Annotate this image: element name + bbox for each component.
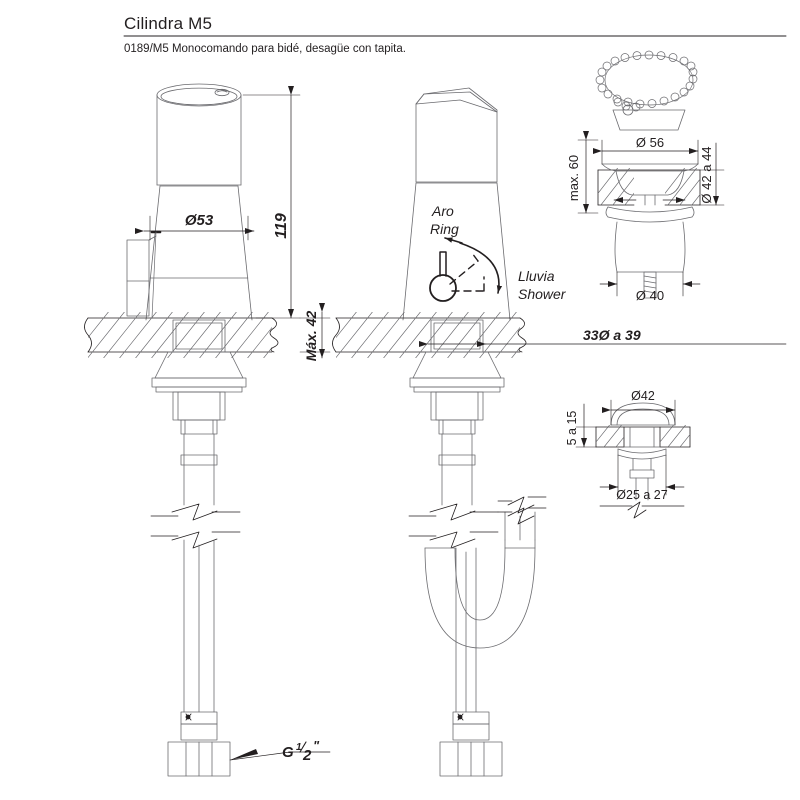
mount-nut-left [172, 391, 226, 435]
label-plug-d42: Ø42 [631, 389, 655, 403]
counter-section-left [84, 312, 279, 358]
lever-icon-middle [429, 251, 457, 302]
tube-fitting-left [180, 711, 218, 741]
label-shower-en: Shower [518, 286, 567, 302]
label-drain-d40: Ø 40 [636, 288, 664, 303]
break-symbol-left-lower [150, 531, 241, 549]
lever-ghost-positions [449, 252, 485, 292]
label-drain-max60: max. 60 [566, 155, 581, 201]
drain-flange [601, 163, 699, 172]
flexible-hose [424, 539, 536, 649]
label-diameter-53: Ø53 [185, 212, 214, 229]
dimension-119 [242, 86, 301, 319]
label-hole-33-39: 33Ø a 39 [583, 327, 641, 343]
plug-dome [610, 402, 676, 426]
dimension-d42a44 [699, 142, 725, 206]
screw-mark-left [185, 713, 192, 721]
svg-text:G: G [282, 744, 294, 761]
mount-cone-middle [409, 351, 505, 393]
svg-text:2: 2 [302, 747, 312, 764]
stopper-plug [612, 104, 686, 131]
supply-tube-middle-lower [455, 547, 477, 713]
supply-tube-left [180, 433, 218, 506]
page-title: Cilindra M5 [124, 14, 213, 33]
faucet-lever-handle [126, 235, 157, 317]
faucet-body [145, 185, 253, 321]
label-height-119: 119 [273, 213, 290, 239]
dimension-d56 [593, 139, 699, 165]
rotation-arrow [444, 237, 503, 294]
faucet-cap [156, 83, 242, 186]
page-subtitle: 0189/M5 Monocomando para bidé, desagüe c… [124, 43, 406, 55]
break-symbol-middle-upper [408, 503, 499, 521]
break-symbol-hose-right [497, 496, 547, 525]
plug-detail-view [575, 399, 691, 519]
drain-bowl [615, 170, 685, 206]
plug-body [617, 426, 667, 501]
break-symbol-middle-lower [408, 531, 499, 549]
dimension-plug-d25a27 [599, 454, 685, 496]
label-ring-en: Ring [430, 221, 459, 237]
left-faucet-view [84, 83, 331, 777]
label-thread-g-half: G 1 2 " [282, 738, 320, 764]
label-max-42: Máx. 42 [303, 310, 319, 361]
svg-text:": " [313, 738, 320, 753]
dimension-d40 [599, 271, 701, 297]
screw-mark-middle [457, 713, 464, 721]
label-plug-d25a27: Ø25 a 27 [616, 488, 667, 502]
label-shower-es: Lluvia [518, 268, 555, 284]
drain-body [605, 206, 695, 273]
faucet-cap-rotated [415, 87, 498, 183]
dimension-plug-d42 [602, 399, 676, 426]
supply-tube-left-lower [183, 539, 215, 713]
thread-callout-leader [229, 749, 331, 761]
dimension-max60 [577, 131, 599, 214]
label-drain-d56: Ø 56 [636, 135, 664, 150]
dimension-max42 [299, 303, 331, 359]
label-drain-d42-44: Ø 42 a 44 [699, 146, 714, 203]
break-symbol-left-upper [150, 503, 241, 521]
drain-detail-view [577, 50, 725, 299]
hose-right-riser [504, 511, 536, 541]
faucet-body-middle [402, 182, 511, 321]
dimension-d53 [135, 215, 255, 241]
drain-screw [643, 271, 657, 299]
break-symbol-plug [599, 501, 685, 519]
supply-tubes-middle [438, 433, 476, 506]
hex-nut-left [167, 741, 231, 777]
middle-faucet-view [332, 87, 547, 777]
faucet-shank-middle [430, 319, 484, 353]
mount-nut-middle [430, 391, 484, 435]
hex-nut-middle [439, 741, 503, 777]
plug-wall-section [595, 425, 691, 448]
svg-text:1: 1 [296, 742, 302, 753]
label-plug-5a15: 5 a 15 [565, 411, 579, 446]
dimension-plug-5a15 [575, 403, 597, 448]
tube-fitting-middle [452, 711, 490, 741]
ball-chain [595, 50, 698, 112]
label-ring-es: Aro [431, 203, 454, 219]
